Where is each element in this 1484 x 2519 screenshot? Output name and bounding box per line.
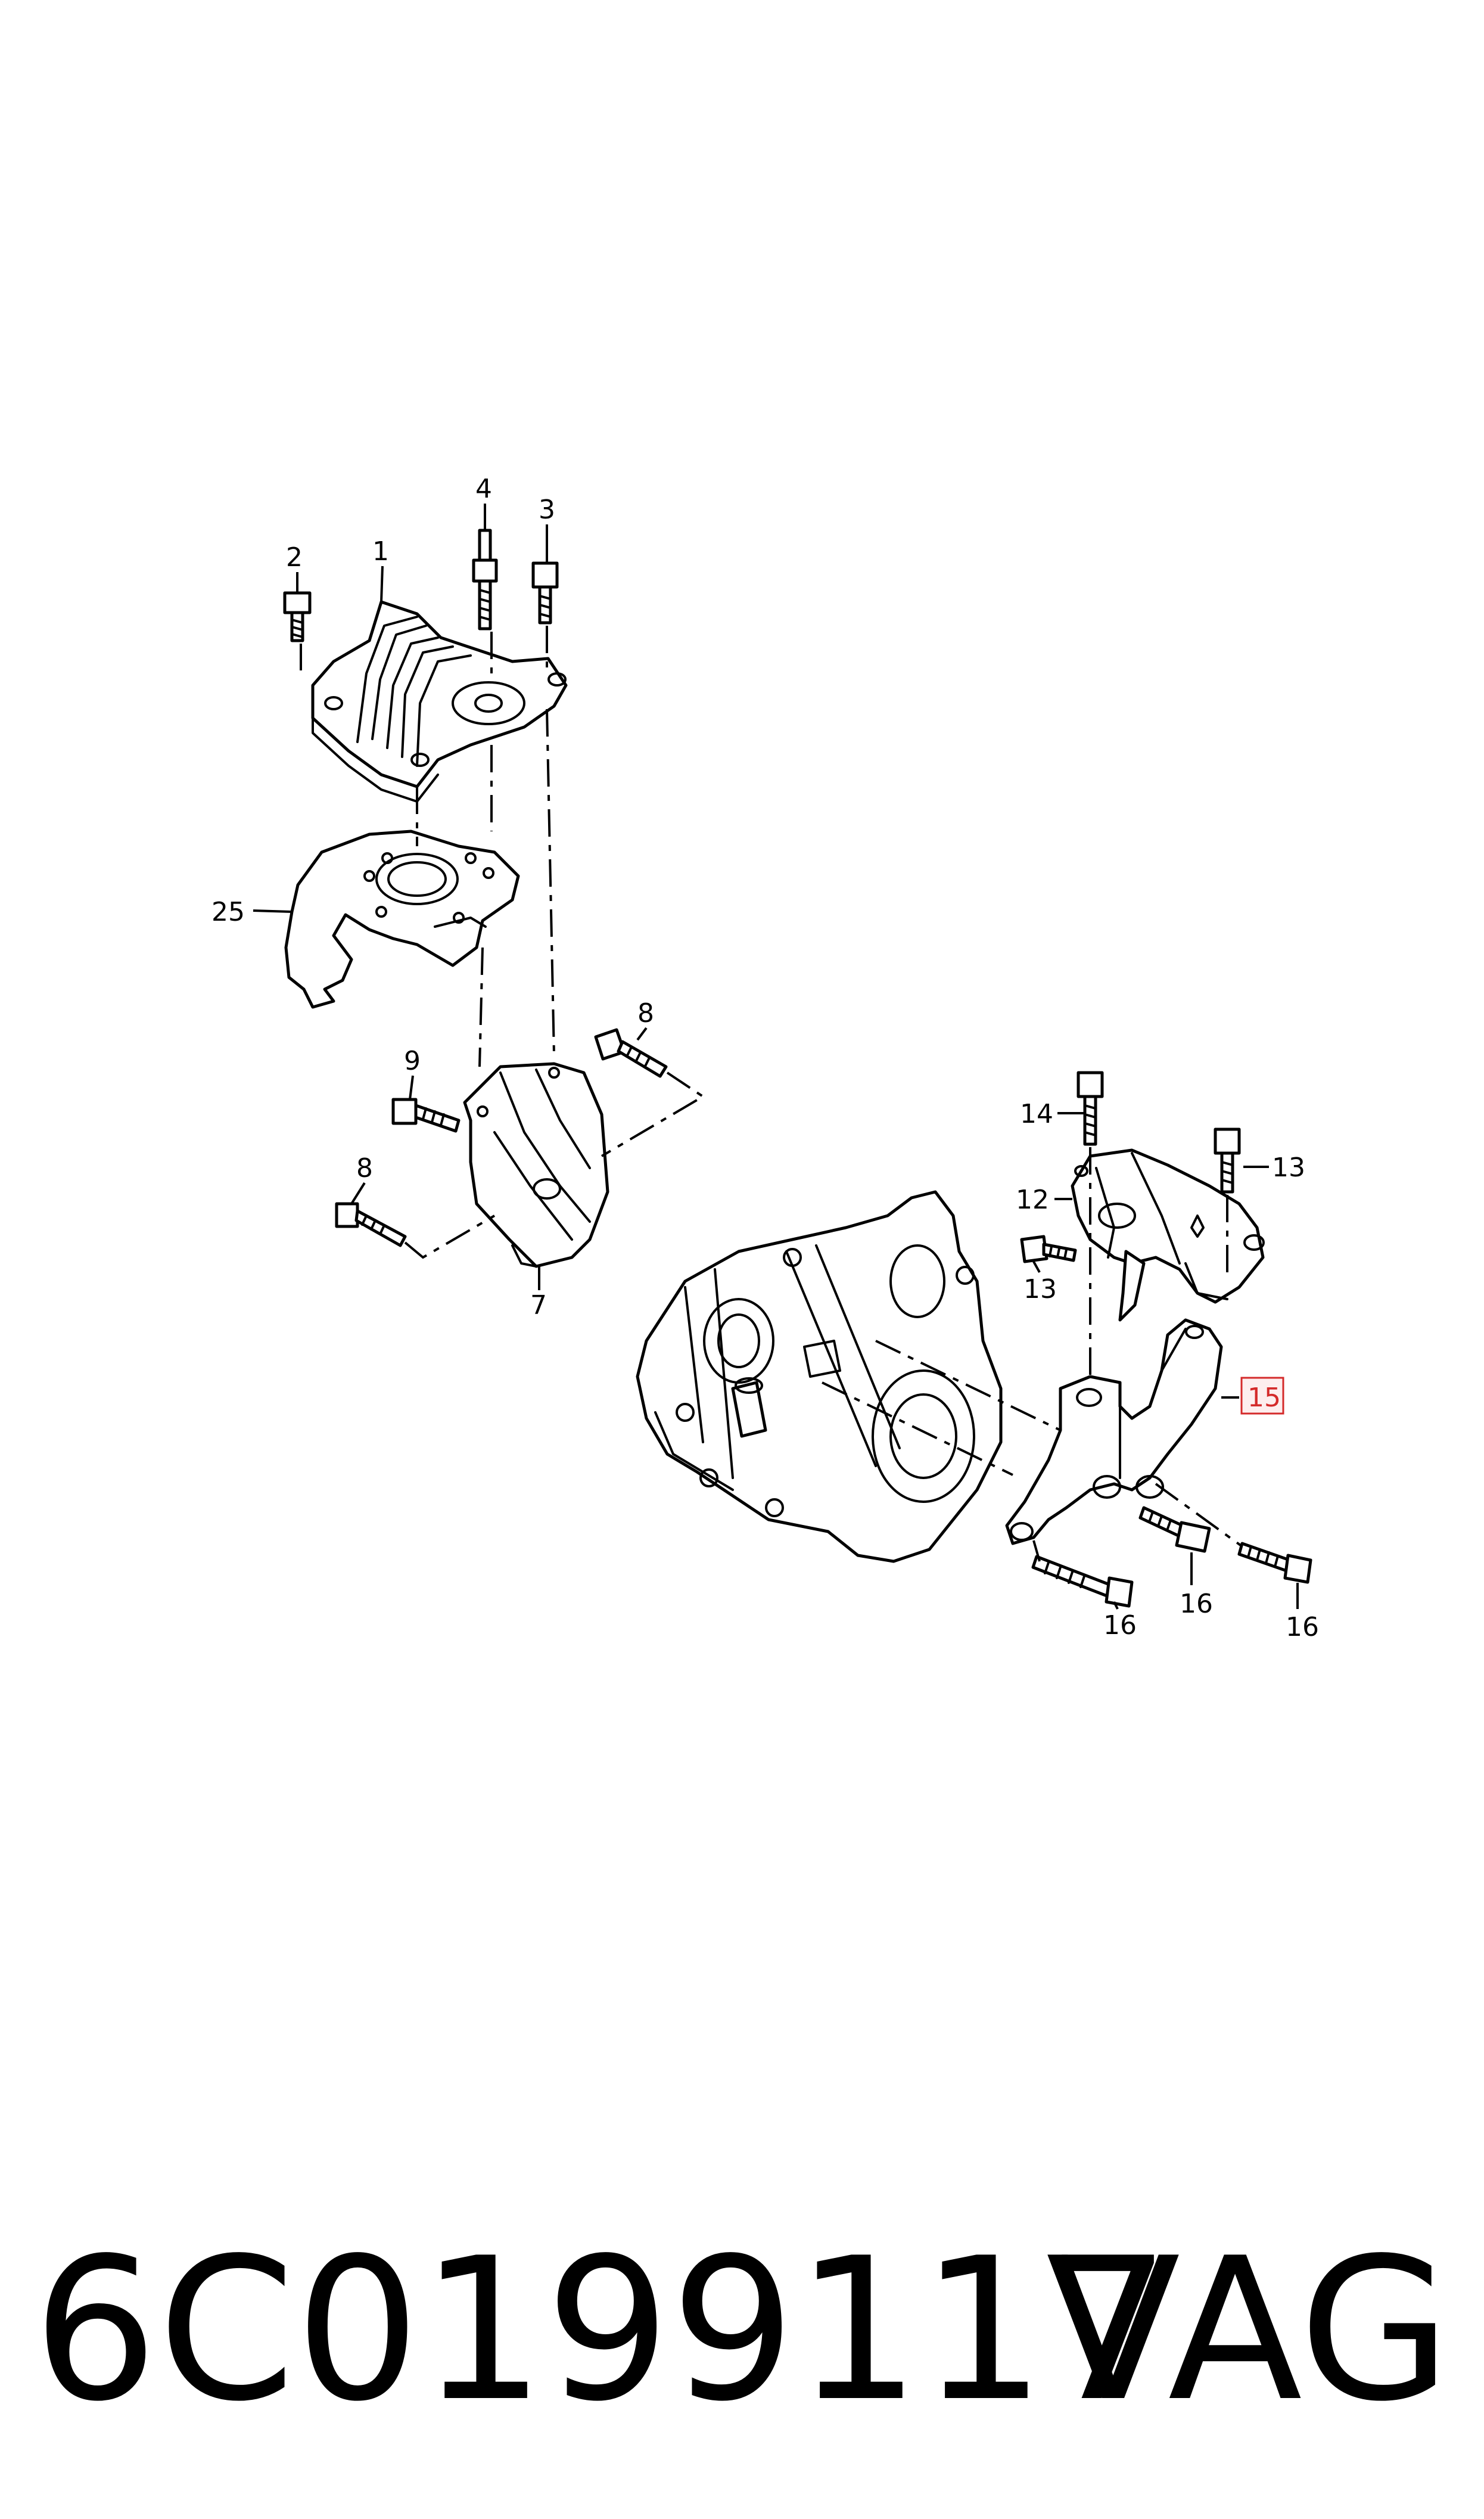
callout-7: 7 bbox=[530, 1290, 547, 1321]
callout-8-lower: 8 bbox=[356, 1153, 373, 1184]
callout-16-left: 16 bbox=[1103, 1610, 1137, 1641]
callout-15: 15 bbox=[1247, 1383, 1281, 1413]
bolt-13-right bbox=[1214, 1128, 1241, 1194]
bolt-3 bbox=[531, 561, 559, 625]
callout-9: 9 bbox=[404, 1046, 421, 1076]
part-number: 6C0199117 bbox=[33, 2216, 1171, 2445]
bolt-16-middle bbox=[1138, 1506, 1211, 1553]
callout-15-highlighted: 15 bbox=[1240, 1377, 1284, 1415]
gearbox-mount-12 bbox=[1071, 1148, 1265, 1322]
callout-1: 1 bbox=[372, 536, 389, 567]
callout-14: 14 bbox=[1020, 1099, 1053, 1129]
callout-13-left: 13 bbox=[1023, 1274, 1057, 1304]
callout-16-middle: 16 bbox=[1180, 1589, 1213, 1619]
callout-12: 12 bbox=[1016, 1185, 1049, 1215]
bolt-4 bbox=[472, 529, 498, 630]
bolt-9 bbox=[391, 1098, 461, 1133]
bolt-16-right bbox=[1237, 1542, 1312, 1584]
gearbox bbox=[636, 1190, 1003, 1563]
callout-25: 25 bbox=[211, 897, 245, 927]
callout-3: 3 bbox=[539, 495, 555, 525]
callout-2: 2 bbox=[286, 542, 303, 573]
bolt-14 bbox=[1077, 1071, 1104, 1146]
callout-8-upper: 8 bbox=[637, 998, 654, 1029]
bolt-2 bbox=[283, 591, 312, 642]
bolt-13-left bbox=[1020, 1235, 1077, 1263]
bolt-8-lower bbox=[335, 1202, 407, 1247]
exploded-parts-diagram: 2 1 4 3 25 8 9 8 7 14 13 12 13 15 16 16 … bbox=[211, 474, 1319, 1642]
callout-16-right: 16 bbox=[1286, 1612, 1319, 1642]
engine-mount bbox=[311, 600, 568, 803]
footer: 6C0199117 VAG bbox=[0, 2205, 1484, 2455]
bolt-8-upper bbox=[594, 1028, 668, 1078]
brand-label: VAG bbox=[1046, 2216, 1451, 2445]
heat-shield bbox=[284, 830, 520, 1009]
gearbox-bracket-7 bbox=[463, 1062, 609, 1268]
callout-4: 4 bbox=[475, 474, 492, 504]
callout-13-right: 13 bbox=[1272, 1153, 1305, 1183]
bolt-16-left bbox=[1031, 1555, 1134, 1608]
gearbox-bracket-15 bbox=[1005, 1318, 1223, 1545]
